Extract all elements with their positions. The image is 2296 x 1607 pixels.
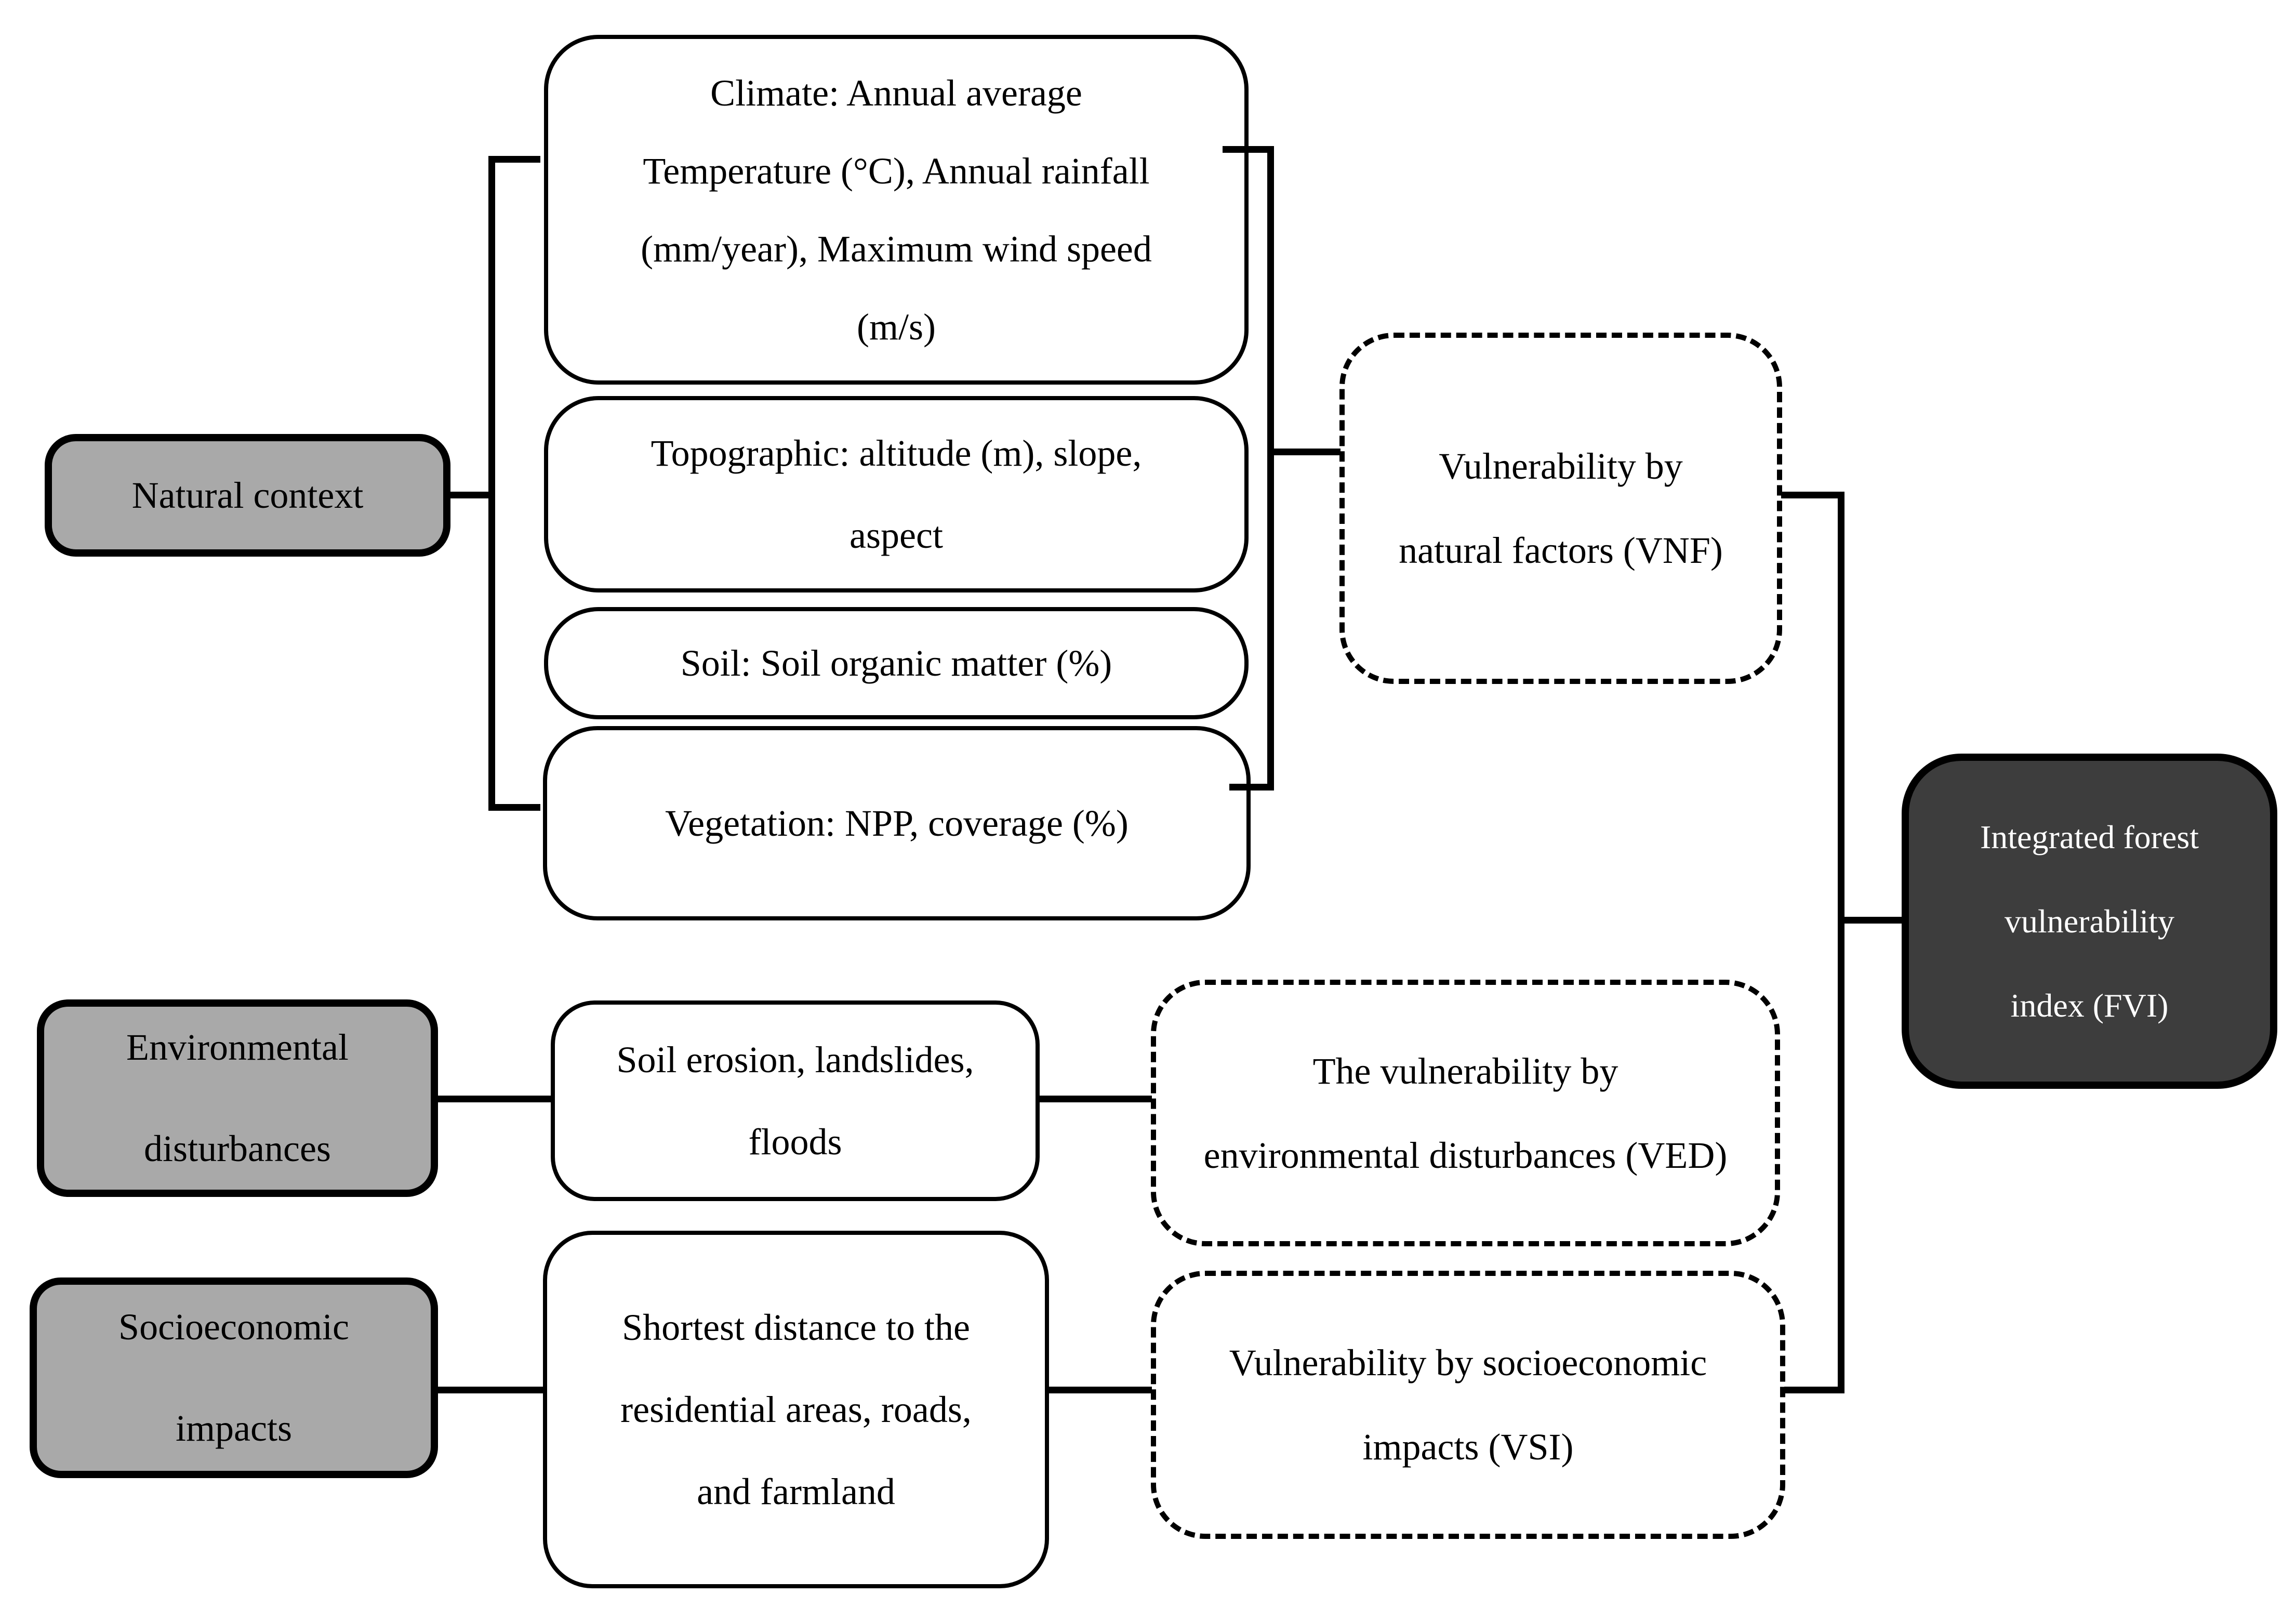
topographic-factor-box: Topographic: altitude (m), slope, aspect <box>544 396 1249 592</box>
ved-index-box: The vulnerability by environmental distu… <box>1151 980 1780 1246</box>
connector-right-bracket-bottom-stub <box>1229 784 1274 791</box>
climate-line: Temperature (°C), Annual rainfall <box>643 150 1150 192</box>
connector-environmental-to-soil-erosion <box>437 1096 552 1102</box>
climate-line: (m/s) <box>857 306 936 348</box>
connector-left-bracket-vertical <box>488 156 495 811</box>
vnf-line: Vulnerability by <box>1439 445 1683 487</box>
vegetation-label: Vegetation: NPP, coverage (%) <box>665 802 1129 844</box>
vegetation-factor-box: Vegetation: NPP, coverage (%) <box>543 726 1251 920</box>
fvi-line: vulnerability <box>2004 902 2175 940</box>
ved-line: environmental disturbances (VED) <box>1203 1134 1728 1176</box>
soil-erosion-line: Soil erosion, landslides, <box>616 1039 974 1081</box>
connector-right-bracket-top-stub <box>1223 146 1274 153</box>
vsi-index-box: Vulnerability by socioeconomic impacts (… <box>1151 1271 1785 1539</box>
socioeconomic-impacts-line: impacts <box>176 1407 292 1449</box>
topographic-line: Topographic: altitude (m), slope, <box>651 432 1142 474</box>
natural-context-box: Natural context <box>45 434 450 557</box>
connector-vsi-to-trunk <box>1784 1387 1844 1393</box>
soil-label: Soil: Soil organic matter (%) <box>680 642 1112 684</box>
shortest-distance-line: residential areas, roads, <box>620 1389 972 1430</box>
soil-erosion-line: floods <box>748 1121 842 1163</box>
connector-trunk-vertical <box>1838 492 1844 1393</box>
vsi-line: impacts (VSI) <box>1362 1426 1574 1468</box>
connector-bracket-to-vnf <box>1267 449 1341 455</box>
environmental-disturbances-line: Environmental <box>126 1026 349 1068</box>
connector-socioeconomic-to-shortest-distance <box>437 1387 544 1393</box>
natural-context-label: Natural context <box>131 474 364 516</box>
topographic-line: aspect <box>850 515 943 556</box>
shortest-distance-factor-box: Shortest distance to the residential are… <box>543 1231 1049 1588</box>
connector-natural-context-to-bracket <box>450 492 495 498</box>
vnf-index-box: Vulnerability by natural factors (VNF) <box>1339 333 1782 684</box>
connector-soil-erosion-to-ved <box>1039 1096 1152 1102</box>
fvi-line: Integrated forest <box>1980 818 2199 855</box>
socioeconomic-impacts-line: Socioeconomic <box>118 1306 349 1348</box>
soil-factor-box: Soil: Soil organic matter (%) <box>544 607 1249 719</box>
climate-line: (mm/year), Maximum wind speed <box>641 228 1152 270</box>
soil-erosion-factor-box: Soil erosion, landslides, floods <box>551 1000 1040 1201</box>
connector-right-bracket-vertical <box>1267 146 1274 791</box>
connector-vnf-to-trunk <box>1781 492 1844 498</box>
connector-shortest-distance-to-vsi <box>1048 1387 1152 1393</box>
connector-left-bracket-bottom-stub <box>488 804 540 811</box>
fvi-line: index (FVI) <box>2010 986 2169 1024</box>
environmental-disturbances-line: disturbances <box>144 1128 331 1169</box>
connector-trunk-to-fvi <box>1838 917 1903 924</box>
fvi-output-box: Integrated forest vulnerability index (F… <box>1902 754 2277 1089</box>
climate-factor-box: Climate: Annual average Temperature (°C)… <box>544 35 1249 385</box>
socioeconomic-impacts-box: Socioeconomic impacts <box>30 1277 438 1478</box>
shortest-distance-line: and farmland <box>697 1471 895 1512</box>
shortest-distance-line: Shortest distance to the <box>622 1307 970 1348</box>
vsi-line: Vulnerability by socioeconomic <box>1229 1342 1707 1384</box>
environmental-disturbances-box: Environmental disturbances <box>37 999 438 1197</box>
connector-left-bracket-top-stub <box>488 156 540 163</box>
ved-line: The vulnerability by <box>1312 1050 1618 1092</box>
vnf-line: natural factors (VNF) <box>1399 530 1723 571</box>
climate-line: Climate: Annual average <box>710 72 1082 114</box>
